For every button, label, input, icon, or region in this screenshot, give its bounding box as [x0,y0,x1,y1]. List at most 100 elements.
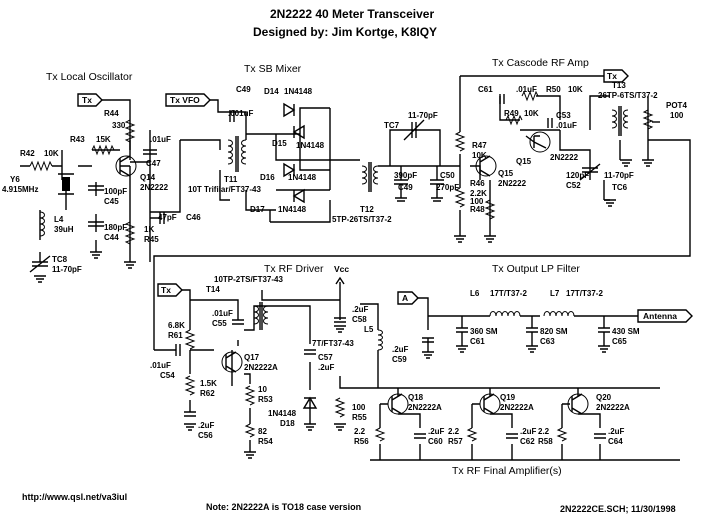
label-labels-c50v: 270pF [436,183,459,192]
tag-tx-osc: Tx [77,93,103,107]
cap-c49 [229,110,235,122]
inductor-l5 [377,329,383,351]
label-labels-r44: R44 [104,109,119,118]
label-labels-r49: R49 [504,109,519,118]
tag-antenna: Antenna [637,309,693,323]
label-labels-l5: L5 [364,325,374,334]
label-labels-c49v: .001uF [228,109,253,118]
ground-symbols-osc [34,251,136,283]
label-labels-l6v: 17T/T37-2 [490,289,527,298]
label-labels-d18v: 1N4148 [268,409,297,418]
label-labels-r54: R54 [258,437,273,446]
label-labels-r56v: 2.2 [354,427,366,436]
label-labels-c47v: .01uF [150,135,171,144]
label-labels-c61: C61 [478,85,493,94]
label-labels-q19v: 2N2222A [500,403,534,412]
label-labels-c65v: 430 SM [612,327,640,336]
resistor-r54 [244,423,256,438]
transistor-q17 [221,351,243,373]
section-driver: Tx RF Driver [264,263,324,275]
label-labels-c45v: 100pF [104,187,127,196]
label-labels-tc6v: 11-70pF [604,171,634,180]
label-labels-d15v: 1N4148 [296,141,325,150]
caps-cascode [499,94,601,181]
label-labels-r50: R50 [546,85,561,94]
footer-url: http://www.qsl.net/va3iul [22,492,127,502]
diode-d18 [302,396,318,409]
inductor-l6 [489,311,521,317]
diode-d17 [292,188,305,204]
label-labels-l6: L6 [470,289,480,298]
label-labels-q17v: 2N2222A [244,363,278,372]
label-labels-c46: C46 [186,213,201,222]
label-labels-d14v: 1N4148 [284,87,313,96]
label-labels-c64: C64 [608,437,623,446]
label-labels-r47: R47 [472,141,487,150]
label-labels-d14: D14 [264,87,279,96]
label-labels-r61: R61 [168,331,183,340]
label-labels-r47v: 10K [472,151,487,160]
label-labels-c60: C60 [428,437,443,446]
local-osc-wiring [20,99,181,262]
label-labels-t11: T11 [224,175,238,184]
label-labels-l4v: 39uH [54,225,74,234]
section-output-filter: Tx Output LP Filter [492,263,580,275]
transformer-t12 [361,162,379,192]
label-labels-r53v: 10 [258,385,267,394]
section-local-osc: Tx Local Oscillator [46,71,133,83]
label-labels-c56: C56 [198,431,213,440]
label-labels-t13: T13 [612,81,626,90]
inductor-l4 [39,211,45,237]
label-labels-q17: Q17 [244,353,260,362]
title-line2: Designed by: Jim Kortge, K8IQY [253,25,437,39]
label-tags-tx1: Tx [82,95,92,105]
label-labels-r43v: 15K [96,135,111,144]
mixer-wiring [180,99,360,223]
label-labels-q18: Q18 [408,393,424,402]
diode-d15 [292,124,305,140]
tag-tx-vfo: Tx VFO [165,93,211,107]
transformer-t14 [253,302,269,330]
resistor-r50 [521,90,539,102]
label-tags-antenna: Antenna [643,311,677,321]
label-labels-c52: C52 [566,181,581,190]
cap-c46 [159,212,165,224]
crystal-y6 [58,173,74,195]
label-labels-r45: R45 [144,235,159,244]
label-labels-tc8v: 11-70pF [52,265,82,274]
cap-c55 [232,319,244,325]
resistor-r44 [124,119,136,143]
trimmer-tc7 [402,119,428,141]
label-labels-c49b: C49 [398,183,413,192]
diode-d14 [283,102,296,118]
footer-file: 2N2222CE.SCH; 11/30/1998 [560,504,676,514]
label-labels-c63v: 820 SM [540,327,568,336]
label-labels-c58: C58 [352,315,367,324]
label-labels-c62: C62 [520,437,535,446]
label-labels-c61b: C61 [470,337,485,346]
label-labels-c47: C47 [146,159,161,168]
label-labels-y6: Y6 [10,175,20,184]
label-labels-c61bv: 360 SM [470,327,498,336]
label-labels-r46: R46 [470,179,485,188]
transistor-q14 [115,155,137,177]
ground-symbols-driver [184,325,434,459]
label-labels-c59: C59 [392,355,407,364]
label-labels-c49: C49 [236,85,251,94]
label-labels-c55v: .01uF [212,309,233,318]
resistor-r49 [505,114,523,126]
label-labels-r57: R57 [448,437,463,446]
cap-c57 [304,349,316,355]
label-labels-r48: R48 [470,205,485,214]
label-tags-tx3: Tx [161,285,171,295]
label-labels-q20v: 2N2222A [596,403,630,412]
tag-tx-driver: Tx [157,283,183,297]
label-labels-d17v: 1N4148 [278,205,307,214]
label-labels-c54: C54 [160,371,175,380]
label-labels-r56: R56 [354,437,369,446]
label-labels-c55: C55 [212,319,227,328]
trimmer-tc8 [29,255,51,273]
label-labels-r42v: 10K [44,149,59,158]
label-labels-pot4: POT4 [666,101,687,110]
transistor-q18 [387,393,409,415]
